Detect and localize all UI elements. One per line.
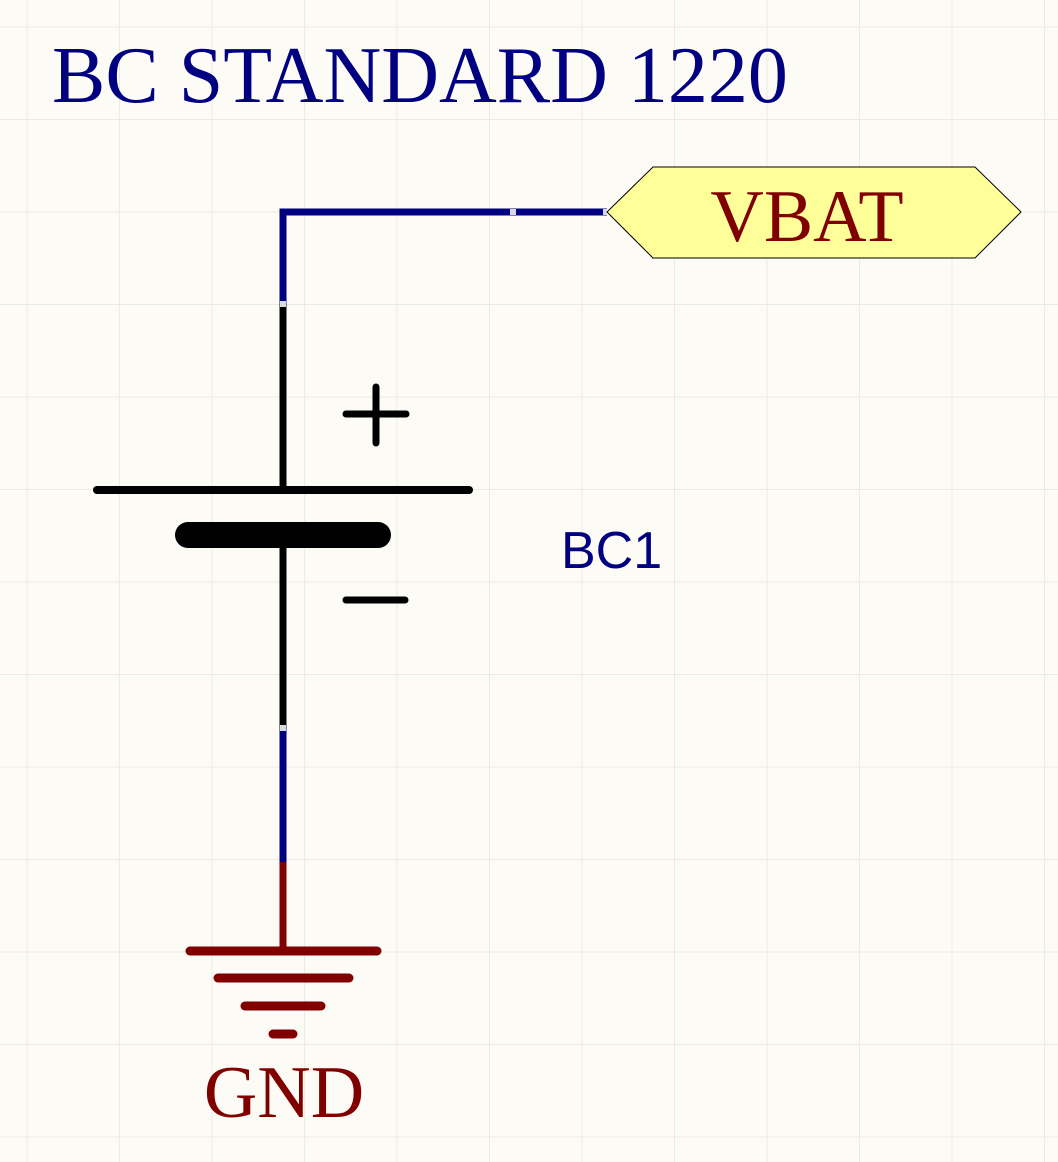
- wire-gnd[interactable]: [279, 725, 287, 862]
- wire-junction-marker: [280, 301, 286, 307]
- net-port-vbat[interactable]: VBAT: [606, 166, 1022, 259]
- schematic-title: BC STANDARD 1220: [52, 32, 788, 120]
- wire-vbat-net[interactable]: [279, 208, 607, 304]
- wire-junction-marker: [510, 209, 516, 215]
- net-port-shape[interactable]: [606, 166, 1022, 259]
- wire-junction-marker: [603, 209, 609, 215]
- wire-junction-marker: [280, 725, 286, 731]
- ground-icon: [185, 946, 382, 1039]
- net-port-label: VBAT: [710, 176, 903, 258]
- plus-icon: [342, 383, 410, 447]
- ground-symbol[interactable]: GND: [185, 862, 382, 1134]
- wire-vbat[interactable]: [279, 208, 609, 490]
- component-designator[interactable]: BC1: [561, 522, 662, 580]
- battery-symbol[interactable]: [93, 383, 473, 728]
- ground-label: GND: [204, 1052, 364, 1134]
